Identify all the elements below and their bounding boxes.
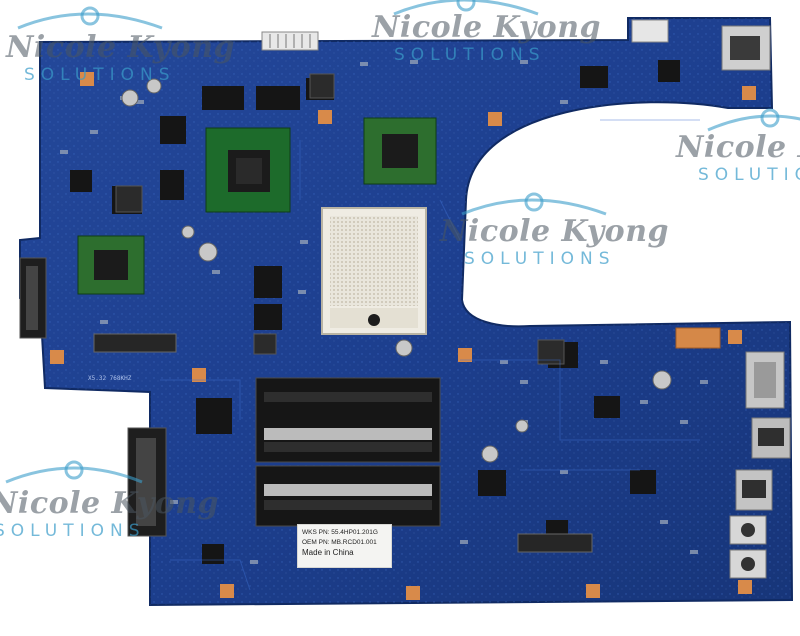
gpu-chip (205, 127, 291, 213)
usb-port (735, 469, 773, 511)
chipset-chip (363, 117, 437, 185)
sticker-oem-pn: OEM PN: MB.RCD01.001 (302, 539, 377, 546)
southbridge-chip (77, 235, 145, 295)
audio-jacks (729, 515, 767, 579)
fpc-connector (675, 327, 721, 349)
crystal-silkscreen: X5.32 768KHZ (88, 375, 132, 382)
mounting-pads (50, 72, 756, 600)
sticker-origin: Made in China (302, 548, 354, 557)
capacitors (121, 78, 672, 463)
minipci-slot-bottom (517, 533, 593, 553)
top-connector (261, 31, 319, 51)
hdmi-port (751, 417, 791, 459)
vga-port (745, 351, 785, 409)
product-sticker: WKS PN: 55.4HP01.201G OEM PN: MB.RCD01.0… (297, 524, 392, 568)
ram-slots (255, 377, 441, 527)
sticker-wks-pn: WKS PN: 55.4HP01.201G (302, 529, 378, 536)
inductors (115, 73, 565, 365)
cpu-socket (321, 207, 427, 335)
sata-connector-lower (127, 427, 167, 537)
sata-connector-left (19, 257, 47, 339)
minipci-slot-top (93, 333, 177, 353)
